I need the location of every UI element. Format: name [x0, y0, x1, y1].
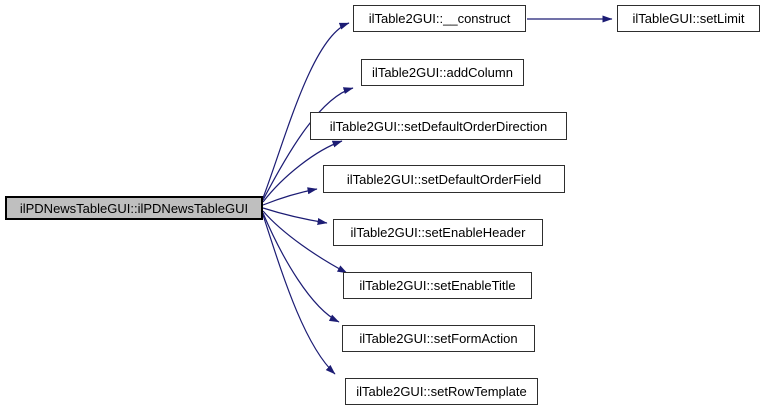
edge-main-to-setdefaultorderdirection [262, 140, 343, 203]
graph-node-ilTable2GUI-setRowTemplate[interactable]: ilTable2GUI::setRowTemplate [345, 378, 538, 405]
node-label: ilTable2GUI::setEnableHeader [350, 225, 526, 240]
edge-main-to-setformaction [262, 212, 340, 323]
graph-node-ilTable2GUI-setFormAction[interactable]: ilTable2GUI::setFormAction [342, 325, 535, 352]
node-label: ilTableGUI::setLimit [632, 11, 745, 26]
graph-node-ilTable2GUI-addColumn[interactable]: ilTable2GUI::addColumn [361, 59, 524, 86]
node-label: ilTable2GUI::setEnableTitle [359, 278, 516, 293]
edge-main-to-construct [262, 22, 350, 199]
node-label: ilTable2GUI::__construct [368, 11, 511, 26]
graph-node-ilTable2GUI-setEnableTitle[interactable]: ilTable2GUI::setEnableTitle [343, 272, 532, 299]
node-label: ilTable2GUI::setDefaultOrderField [346, 171, 542, 187]
graph-node-ilTable2GUI-setEnableHeader[interactable]: ilTable2GUI::setEnableHeader [333, 219, 543, 246]
edge-main-to-setdefaultorderfield [262, 187, 318, 206]
graph-node-ilTable2GUI-setDefaultOrderDirection[interactable]: ilTable2GUI::setDefaultOrderDirection [310, 112, 567, 140]
edge-main-to-setenabletitle [262, 210, 348, 274]
node-label: ilTable2GUI::setDefaultOrderDirection [329, 118, 548, 134]
node-label: ilTable2GUI::setRowTemplate [356, 384, 527, 399]
graph-node-ilTable2GUI-construct[interactable]: ilTable2GUI::__construct [353, 5, 526, 32]
graph-node-ilTableGUI-setLimit[interactable]: ilTableGUI::setLimit [617, 5, 760, 32]
node-label: ilTable2GUI::setFormAction [359, 331, 518, 346]
node-label: ilTable2GUI::addColumn [372, 65, 513, 80]
edge-main-to-setenableheader [262, 207, 328, 225]
node-label: ilPDNewsTableGUI::ilPDNewsTableGUI [19, 200, 249, 216]
edge-main-to-addcolumn [262, 87, 354, 201]
graph-node-ilPDNewsTableGUI-ilPDNewsTableGUI: ilPDNewsTableGUI::ilPDNewsTableGUI [5, 196, 263, 220]
edge-main-to-setrowtemplate [262, 214, 336, 375]
graph-node-ilTable2GUI-setDefaultOrderField[interactable]: ilTable2GUI::setDefaultOrderField [323, 165, 565, 193]
